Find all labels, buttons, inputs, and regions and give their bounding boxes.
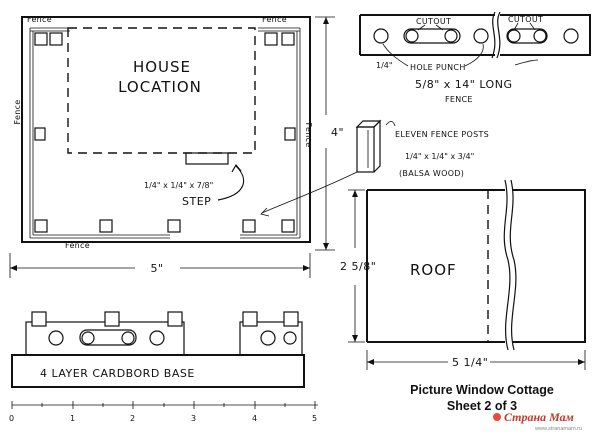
height-dimension: 4"	[315, 16, 344, 251]
roof-label: ROOF	[410, 261, 457, 279]
punch-hole	[563, 28, 579, 44]
watermark-logo-icon	[493, 413, 501, 421]
cutout-label-left: CUTOUT	[416, 17, 451, 26]
width-dimension-label: 5"	[150, 262, 163, 275]
roof-width-dimension: 5 1/4"	[452, 356, 488, 369]
hole-punch-label: HOLE PUNCH	[410, 63, 466, 72]
step-arrow	[217, 165, 245, 201]
watermark-brand: Страна Мам	[504, 410, 574, 424]
fence-strip-size: 5/8" x 14" LONG	[415, 78, 512, 91]
step-block	[185, 152, 229, 165]
fence-post-leader	[261, 171, 358, 214]
height-dimension-label: 4"	[331, 126, 344, 139]
ruler-tick-0: 0	[9, 414, 14, 423]
width-dimension: 5"	[9, 253, 311, 278]
step-label: STEP	[182, 195, 211, 208]
punch-hole	[473, 28, 489, 44]
sheet-number: Sheet 2 of 3	[447, 399, 517, 413]
fence-label-top-left: Fence	[27, 15, 52, 24]
watermark-url: www.stranamam.ru	[534, 426, 582, 432]
step-dimension: 1/4" x 1/4" x 7/8"	[144, 181, 213, 190]
fence-strip: CUTOUT CUTOUT 1/4" HOLE PUNCH 5/8" x 14"…	[359, 11, 591, 104]
cutout-slot-left	[403, 28, 461, 44]
house-label-line1: HOUSE	[133, 58, 191, 76]
ruler-tick-3: 3	[191, 414, 196, 423]
roof-height-dimension: 2 5/8"	[340, 260, 376, 273]
ruler-tick-1: 1	[70, 414, 75, 423]
watermark: Страна Мам www.stranamam.ru	[493, 410, 582, 432]
base-label: 4 LAYER CARDBORD BASE	[40, 367, 195, 380]
fence-label-top-right: Fence	[262, 15, 287, 24]
roof-panel: ROOF 2 5/8" 5 1/4"	[340, 179, 586, 370]
punch-hole	[373, 28, 389, 44]
ruler-tick-4: 4	[252, 414, 257, 423]
fence-strip-label: FENCE	[445, 95, 473, 104]
fence-posts-material: (BALSA WOOD)	[399, 169, 464, 178]
site-plan: Fence Fence Fence Fence Fence HOUSE LOCA…	[9, 15, 344, 278]
base-elevation: 4 LAYER CARDBORD BASE	[11, 311, 305, 388]
quarter-inch-dimension: 1/4"	[376, 61, 393, 70]
elevation-fence-left	[25, 321, 185, 356]
fence-label-right: Fence	[304, 123, 313, 148]
fence-label-left: Fence	[13, 100, 22, 125]
ruler-tick-5: 5	[312, 414, 317, 423]
house-footprint	[67, 27, 256, 154]
house-label-line2: LOCATION	[118, 78, 202, 96]
ruler-tick-2: 2	[130, 414, 135, 423]
cutout-slot-right	[506, 28, 548, 44]
sheet-title: Picture Window Cottage	[410, 383, 554, 397]
fence-posts	[34, 32, 296, 233]
fence-posts-title: ELEVEN FENCE POSTS	[395, 130, 489, 139]
fence-label-bottom: Fence	[65, 241, 90, 250]
cutout-label-right: CUTOUT	[508, 15, 543, 24]
fence-posts-dimension: 1/4" x 1/4" x 3/4"	[405, 152, 474, 161]
inch-ruler: 0 1 2 3 4 5	[9, 401, 318, 423]
hole-punch-arrow	[382, 43, 409, 67]
elevation-fence-right	[239, 321, 303, 356]
fence-perimeter	[29, 27, 301, 239]
site-base-outline	[21, 16, 311, 243]
fence-post-detail: ELEVEN FENCE POSTS 1/4" x 1/4" x 3/4" (B…	[260, 119, 489, 217]
